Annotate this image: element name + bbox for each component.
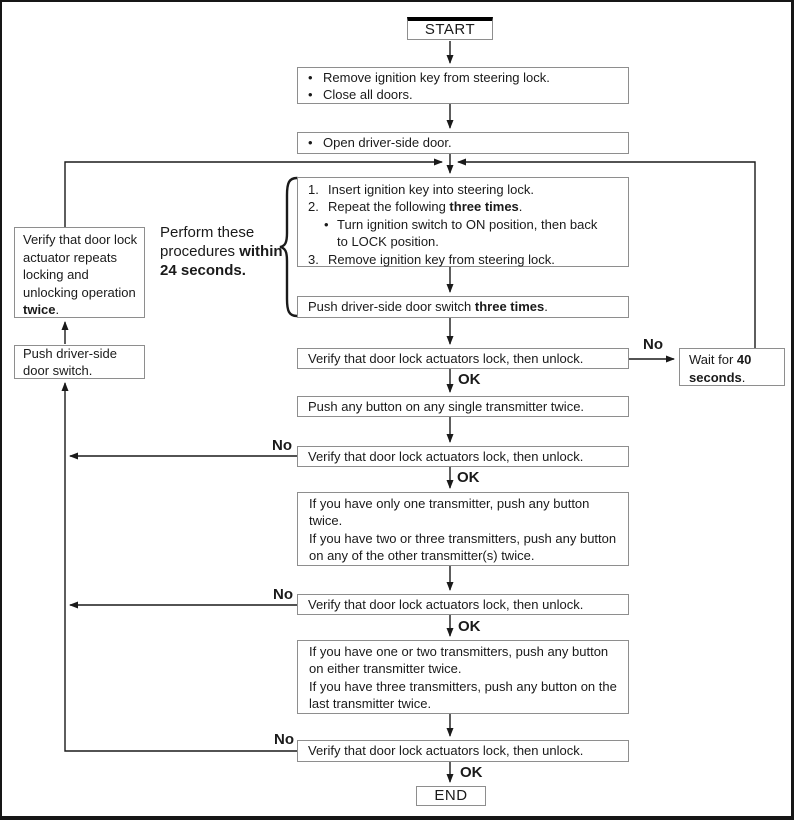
box-text: Push driver-side door switch three times… xyxy=(308,299,548,315)
wait-40-seconds-box: Wait for 40 seconds. xyxy=(679,348,785,386)
no-label-2: No xyxy=(272,437,292,454)
ok-label-4: OK xyxy=(460,764,483,781)
remove-key-close-doors-box: • Remove ignition key from steering lock… xyxy=(297,67,629,104)
one-transmitter-box: If you have only one transmitter, push a… xyxy=(297,492,629,566)
box-text: Verify that door lock actuator repeats l… xyxy=(23,232,138,318)
push-door-switch-box: Push driver-side door switch. xyxy=(14,345,145,379)
item-text: Open driver-side door. xyxy=(323,135,452,150)
bullet-item: • Close all doors. xyxy=(308,86,620,103)
push-door-switch-three-times-box: Push driver-side door switch three times… xyxy=(297,296,629,318)
box-text: Verify that door lock actuators lock, th… xyxy=(308,350,584,366)
verify-actuators-box-2: Verify that door lock actuators lock, th… xyxy=(297,446,629,467)
verify-actuators-box-3: Verify that door lock actuators lock, th… xyxy=(297,594,629,615)
item-number: 1. xyxy=(308,182,319,197)
box-text: Verify that door lock actuators lock, th… xyxy=(308,743,584,759)
box-text: Push any button on any single transmitte… xyxy=(308,398,585,414)
verify-actuator-repeats-box: Verify that door lock actuator repeats l… xyxy=(14,227,145,318)
verify-actuators-box-1: Verify that door lock actuators lock, th… xyxy=(297,348,629,369)
end-node: END xyxy=(416,786,486,806)
numbered-item: 3. Remove ignition key from steering loc… xyxy=(308,251,622,268)
key-cycle-procedure-box: 1. Insert ignition key into steering loc… xyxy=(297,177,629,267)
no-label-4: No xyxy=(274,731,294,748)
start-node: START xyxy=(407,17,493,40)
ok-label-2: OK xyxy=(457,469,480,486)
bullet-glyph: • xyxy=(324,216,329,232)
item-number: 3. xyxy=(308,251,319,267)
bullet-glyph: • xyxy=(308,87,313,103)
timing-annotation: Perform these procedures within 24 secon… xyxy=(160,223,298,280)
box-text: Verify that door lock actuators lock, th… xyxy=(308,596,584,612)
annotation-text: Perform these procedures xyxy=(160,224,255,260)
verify-actuators-box-4: Verify that door lock actuators lock, th… xyxy=(297,740,629,762)
one-or-two-transmitters-box: If you have one or two transmitters, pus… xyxy=(297,640,629,714)
push-any-button-box: Push any button on any single transmitte… xyxy=(297,396,629,417)
item-text: Close all doors. xyxy=(323,87,413,103)
annotation-bold: within 24 seconds. xyxy=(160,243,283,279)
start-label: START xyxy=(424,21,476,39)
bullet-glyph: • xyxy=(308,70,313,85)
flow-arrows xyxy=(61,41,756,783)
timing-brace xyxy=(279,176,299,318)
box-text: Verify that door lock actuators lock, th… xyxy=(308,448,584,464)
item-text: Remove ignition key from steering lock. xyxy=(328,251,555,267)
box-text: If you have two or three transmitters, p… xyxy=(309,530,617,564)
box-text: If you have three transmitters, push any… xyxy=(309,678,617,712)
box-text: If you have only one transmitter, push a… xyxy=(309,496,590,529)
bullet-glyph: • xyxy=(308,135,313,150)
box-text: If you have one or two transmitters, pus… xyxy=(309,644,609,677)
item-text: Turn ignition switch to ON position, the… xyxy=(337,216,598,250)
bullet-item: • Turn ignition switch to ON position, t… xyxy=(324,216,622,251)
no-label-1: No xyxy=(643,336,663,353)
end-label: END xyxy=(434,787,468,805)
bullet-item: • Open driver-side door. xyxy=(308,134,620,151)
numbered-item: 1. Insert ignition key into steering loc… xyxy=(308,181,622,198)
bullet-item: • Remove ignition key from steering lock… xyxy=(308,69,620,86)
numbered-item: 2. Repeat the following three times. xyxy=(308,198,622,215)
box-text: Push driver-side door switch. xyxy=(23,345,117,378)
item-text: Insert ignition key into steering lock. xyxy=(328,182,534,197)
item-number: 2. xyxy=(308,199,319,215)
no-label-3: No xyxy=(273,586,293,603)
open-driver-door-box: • Open driver-side door. xyxy=(297,132,629,154)
ok-label-1: OK xyxy=(458,371,481,388)
box-text: Wait for 40 seconds. xyxy=(689,352,752,385)
item-text: Remove ignition key from steering lock. xyxy=(323,70,550,85)
ok-label-3: OK xyxy=(458,618,481,635)
item-text: Repeat the following three times. xyxy=(328,199,523,215)
